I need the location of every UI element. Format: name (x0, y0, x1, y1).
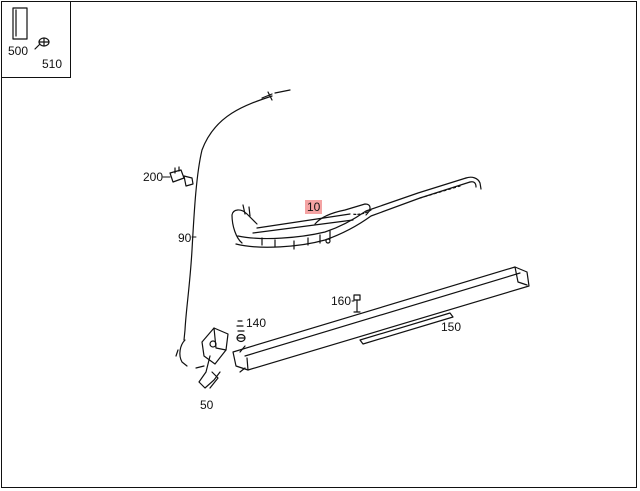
part-200-clip (169, 166, 194, 187)
part-500-bracket (12, 7, 28, 40)
label-part-200[interactable]: 200 (143, 170, 164, 184)
part-10-cable-assembly (231, 176, 482, 250)
part-140-screw (236, 320, 246, 343)
label-part-510: 510 (42, 57, 63, 71)
leader-lines (162, 176, 355, 302)
part-150-rail (232, 266, 530, 373)
label-part-140[interactable]: 140 (246, 316, 267, 330)
label-part-160[interactable]: 160 (331, 294, 352, 308)
label-part-10[interactable]: 10 (305, 200, 323, 214)
label-part-500: 500 (8, 44, 29, 58)
label-part-50[interactable]: 50 (200, 398, 214, 412)
label-part-90[interactable]: 90 (178, 231, 192, 245)
label-part-150[interactable]: 150 (441, 320, 462, 334)
part-510-screw (34, 37, 50, 50)
part-90-cable (175, 89, 291, 367)
part-160-pin (353, 294, 361, 313)
part-50-lock (195, 327, 229, 389)
inset-box (1, 1, 71, 78)
